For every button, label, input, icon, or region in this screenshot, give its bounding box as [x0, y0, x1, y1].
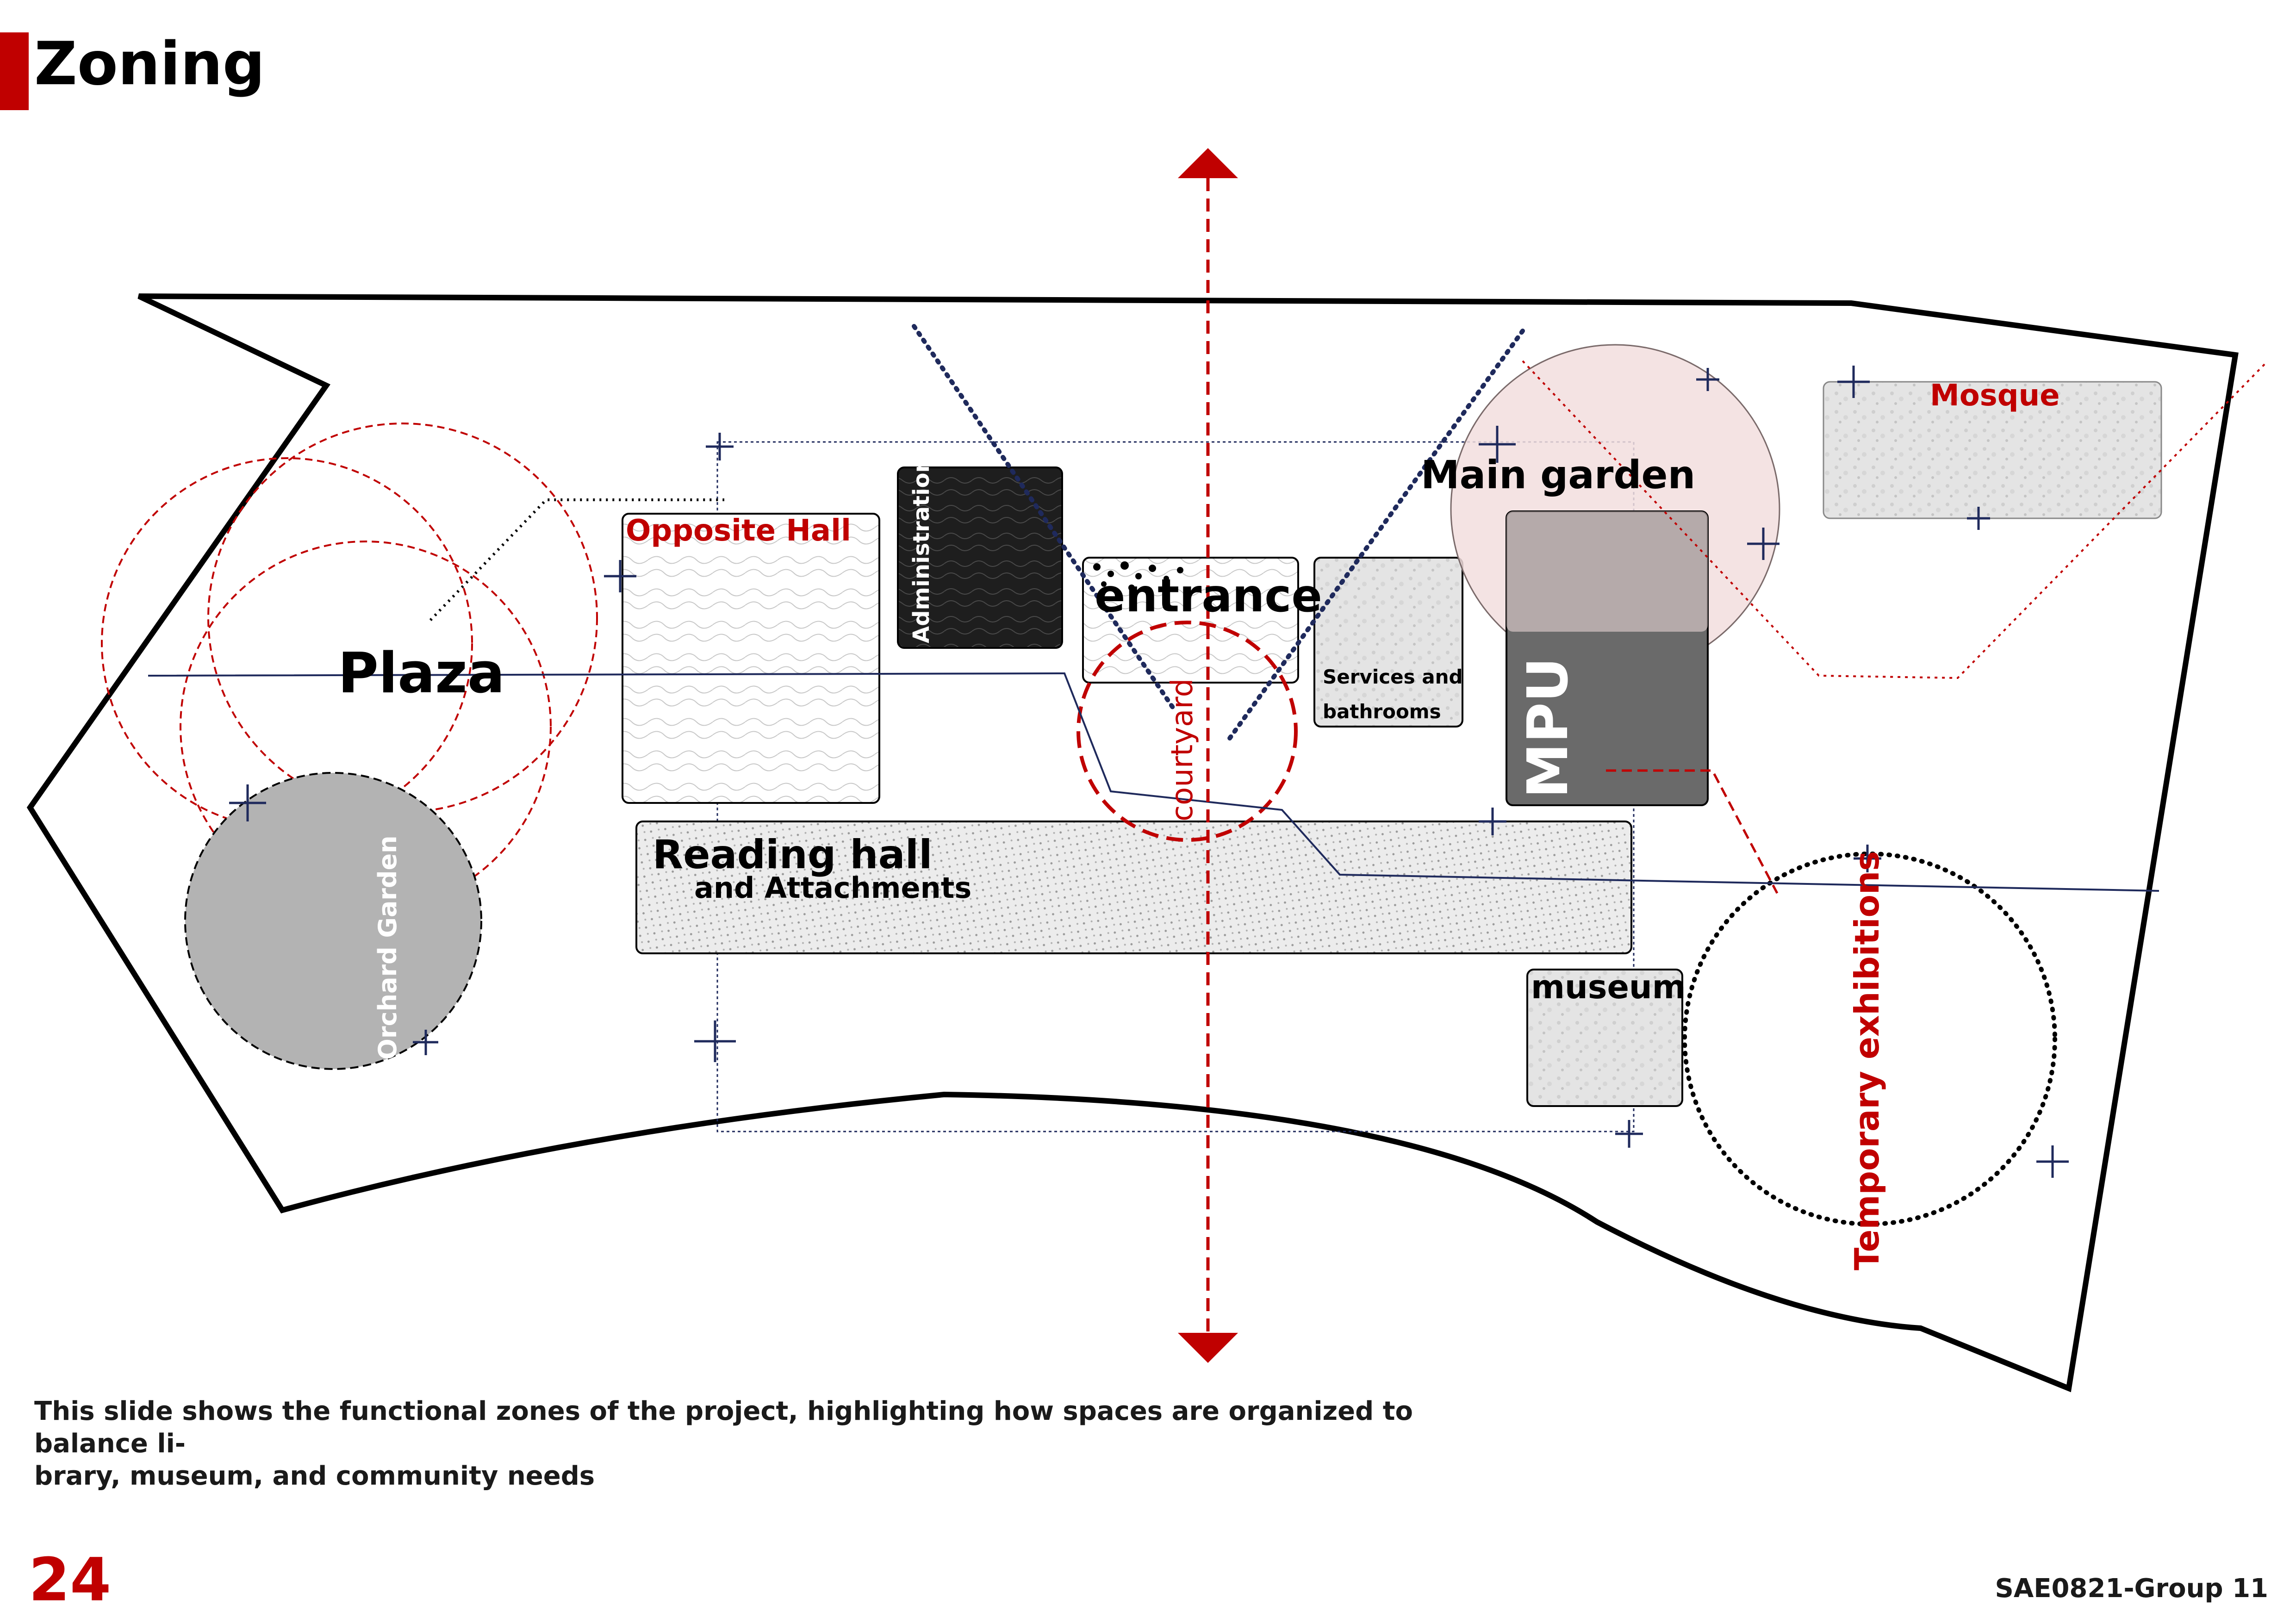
opposite-hall-label: Opposite Hall — [626, 514, 851, 548]
circulation-line — [148, 672, 2159, 892]
main-garden-label: Main garden — [1421, 452, 1696, 497]
mpu-overlap — [1506, 511, 1708, 632]
reading-hall-label-2: and Attachments — [694, 871, 972, 905]
services-label: Services and — [1323, 665, 1463, 688]
orchard-garden-zone — [184, 772, 482, 1070]
navy-dotted-axis-right — [1224, 329, 1525, 745]
slide-caption: This slide shows the functional zones of… — [34, 1396, 1413, 1491]
group-label: SAE0821-Group 11 — [1995, 1573, 2268, 1604]
mosque-zone — [1823, 381, 2162, 519]
temporary-exhibitions-label: Temporary exhibitions — [1848, 851, 1886, 1270]
services-label-2: bathrooms — [1323, 700, 1441, 723]
navy-dotted-axis-left — [912, 324, 1176, 710]
opposite-hall-zone — [622, 513, 880, 804]
administration-zone — [897, 466, 1063, 649]
reading-hall-zone — [635, 821, 1632, 954]
page-title: Zoning — [34, 30, 265, 99]
crosshair-marks — [229, 366, 2069, 1178]
museum-zone — [1526, 969, 1683, 1107]
entrance-dots — [1093, 561, 1183, 591]
plaza-label: Plaza — [338, 641, 505, 706]
mosque-route — [1522, 360, 2269, 679]
mpu-exhibition-connector — [1606, 769, 1779, 894]
page-number: 24 — [29, 1546, 112, 1615]
plaza-leader — [429, 498, 724, 622]
site-boundary — [26, 293, 2239, 1393]
reading-hall-label: Reading hall — [653, 832, 933, 878]
courtyard-zone — [1076, 621, 1298, 842]
mosque-label: Mosque — [1930, 379, 2060, 413]
services-zone — [1313, 557, 1463, 728]
axis-arrow-down — [1178, 1333, 1238, 1363]
axis-arrow-up — [1178, 148, 1238, 178]
mpu-label: MPU — [1516, 657, 1580, 798]
title-accent-bar — [0, 32, 29, 110]
museum-label: museum — [1531, 968, 1686, 1006]
entrance-label: entrance — [1095, 570, 1322, 622]
temporary-exhibitions-zone — [1682, 852, 2057, 1226]
administration-label: Administration — [908, 457, 934, 643]
orchard-garden-label: Orchard Garden — [373, 835, 402, 1060]
courtyard-label: courtyard — [1165, 678, 1200, 821]
